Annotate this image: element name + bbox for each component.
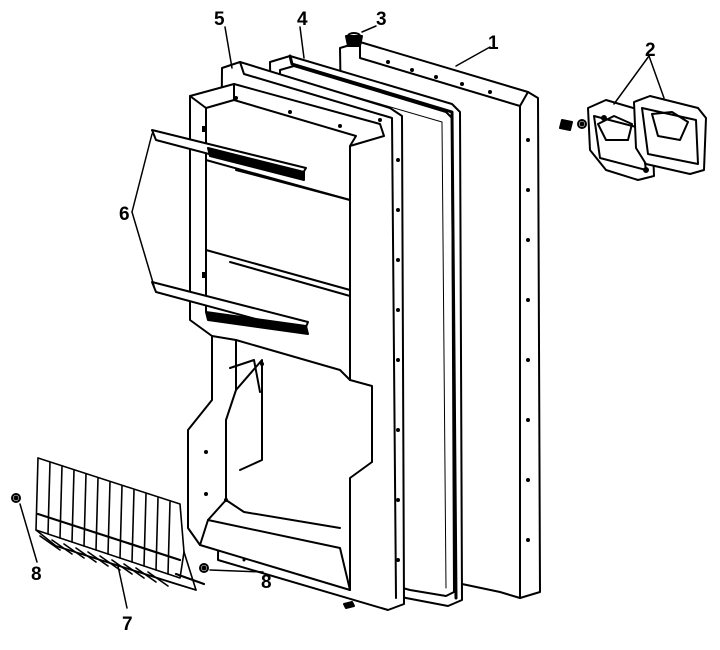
inner-door-liner: [187, 61, 405, 611]
hinge-screw-parts: [559, 119, 587, 131]
hinge-cover-rear: [633, 95, 707, 175]
door-shelf-rail-lower: [151, 281, 309, 335]
callout-2: 2: [645, 40, 656, 61]
callout-3: 3: [376, 9, 387, 30]
callout-8-left: 8: [31, 564, 42, 585]
callout-7: 7: [122, 614, 133, 635]
door-shelf-rail-upper: [151, 129, 307, 181]
callout-4: 4: [297, 9, 308, 30]
basket-retainer-right: [199, 563, 209, 573]
door-stop-plug: [345, 32, 363, 47]
callout-6: 6: [119, 204, 130, 225]
leader-lines: [19, 25, 665, 609]
callout-5: 5: [214, 9, 225, 30]
door-bottom-screw: [343, 601, 355, 609]
wire-door-basket: [35, 457, 206, 591]
basket-retainer-left: [11, 493, 21, 503]
callout-8-right: 8: [261, 572, 272, 593]
callout-1: 1: [488, 33, 499, 54]
